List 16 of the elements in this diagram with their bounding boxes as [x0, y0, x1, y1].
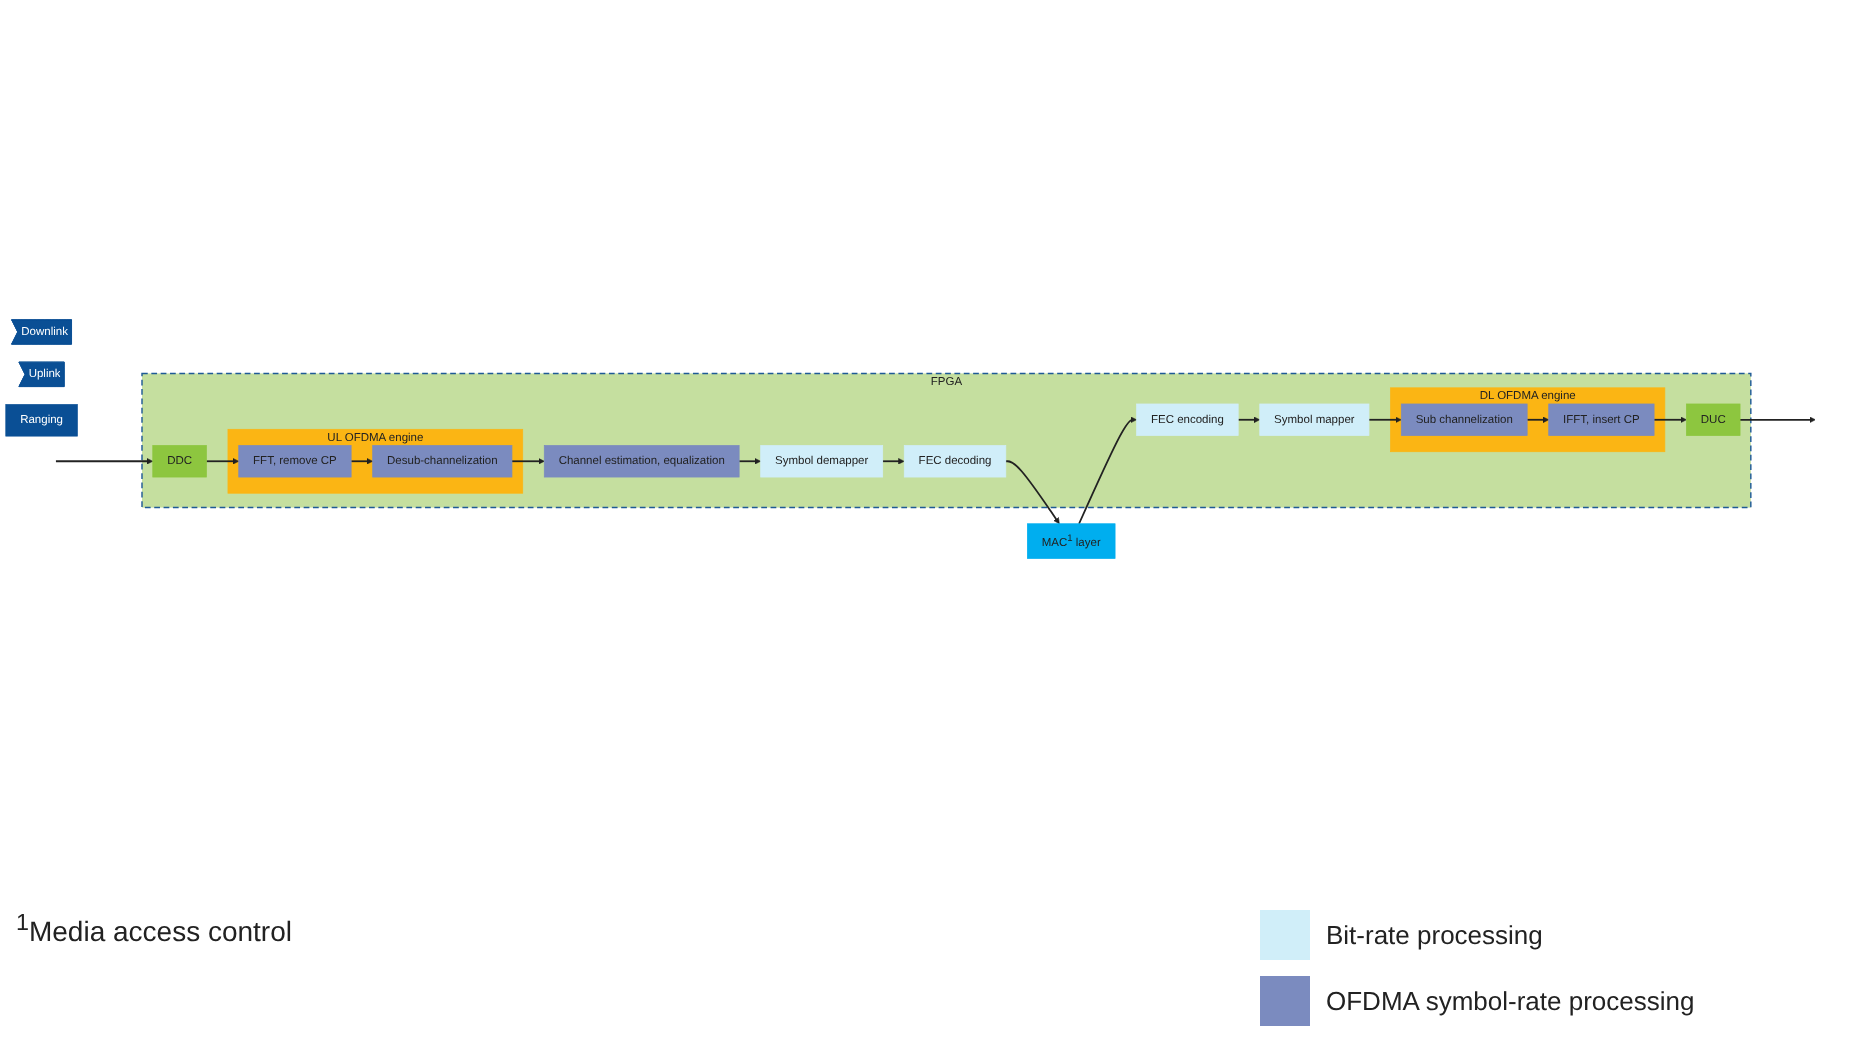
- arrow: [1653, 417, 1687, 424]
- footnote: $^{1}$Media access control: [16, 910, 292, 948]
- arrow: [1526, 417, 1549, 424]
- arrow: [738, 458, 761, 466]
- arrow: [1739, 417, 1816, 424]
- arrow: [350, 458, 373, 466]
- arrow: [55, 458, 154, 466]
- arrow: [1237, 417, 1261, 424]
- legend-label: Bit-rate processing: [1326, 920, 1543, 950]
- arrow: [881, 458, 905, 466]
- legend-label: OFDMA symbol-rate processing: [1326, 986, 1695, 1016]
- arrow: [1368, 417, 1402, 424]
- arrow: [1078, 417, 1137, 526]
- arrow: [511, 458, 545, 466]
- arrow: [205, 458, 239, 466]
- arrow: [1004, 461, 1060, 525]
